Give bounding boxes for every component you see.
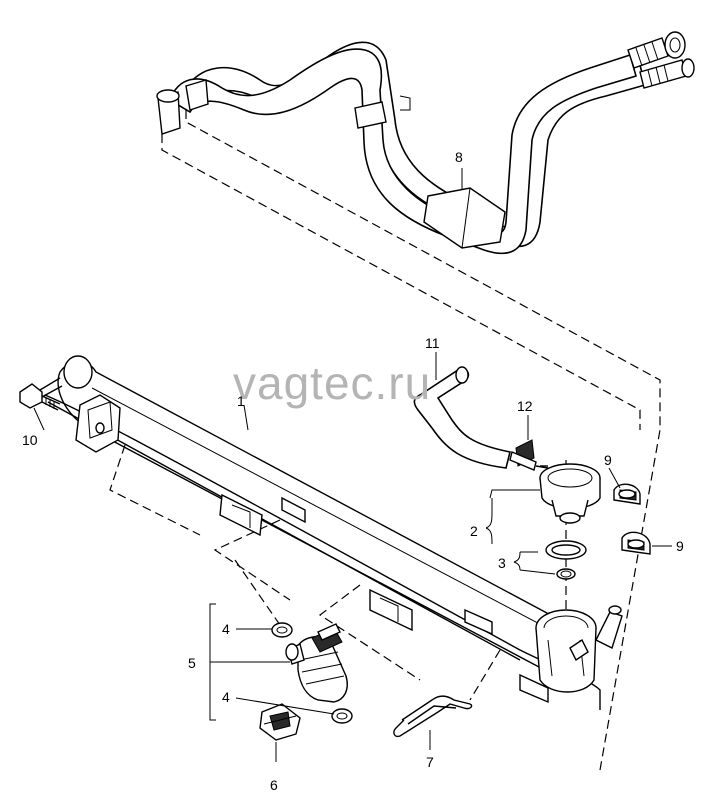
rail-bracket xyxy=(281,496,306,524)
pressure-regulator-housing xyxy=(535,605,623,693)
retaining-clip-part-9-upper xyxy=(613,483,641,505)
hose-connector-upper xyxy=(627,31,686,69)
bolt-part-10 xyxy=(19,383,61,411)
vacuum-hose-part-11 xyxy=(413,366,511,469)
fuel-injector-part-5 xyxy=(285,623,348,703)
injector-clip-part-6 xyxy=(259,703,301,741)
rail-bracket xyxy=(519,673,549,704)
o-ring-large-part-3 xyxy=(545,540,587,560)
callouts: 1 2 3 4 5 4 6 7 8 9 9 10 11 12 xyxy=(22,149,684,793)
spring-clip-part-7 xyxy=(393,695,473,738)
rail-bracket xyxy=(219,493,263,537)
callout-11: 11 xyxy=(425,335,440,351)
callout-4-upper: 4 xyxy=(222,621,230,637)
rail-bracket xyxy=(75,394,121,453)
hose-connector-lower xyxy=(639,58,695,89)
callout-10: 10 xyxy=(22,432,38,448)
callout-1: 1 xyxy=(237,393,245,409)
callout-5: 5 xyxy=(188,655,196,671)
hose-clamp-part-12 xyxy=(509,439,549,471)
callout-7: 7 xyxy=(426,754,434,770)
callout-3: 3 xyxy=(498,555,506,571)
callout-9-upper: 9 xyxy=(604,452,612,468)
callout-leader-lines xyxy=(33,168,672,762)
callout-12: 12 xyxy=(517,398,533,414)
o-ring-small-part-3 xyxy=(556,568,576,580)
fuel-rail xyxy=(39,355,623,710)
fuel-pressure-regulator-part-2 xyxy=(539,463,601,524)
callout-8: 8 xyxy=(455,149,463,165)
retaining-clip-part-9-lower xyxy=(621,531,651,555)
callout-4-lower: 4 xyxy=(222,689,230,705)
watermark-text: vagtec.ru xyxy=(233,357,431,409)
fuel-hose-assembly xyxy=(156,31,695,255)
callout-6: 6 xyxy=(270,777,278,793)
injector-o-ring-part-4-upper xyxy=(271,622,293,638)
rail-bracket xyxy=(464,608,493,636)
callout-2: 2 xyxy=(470,523,478,539)
injector-o-ring-part-4-lower xyxy=(331,708,353,724)
rail-bracket xyxy=(369,588,413,632)
callout-9-lower: 9 xyxy=(676,538,684,554)
